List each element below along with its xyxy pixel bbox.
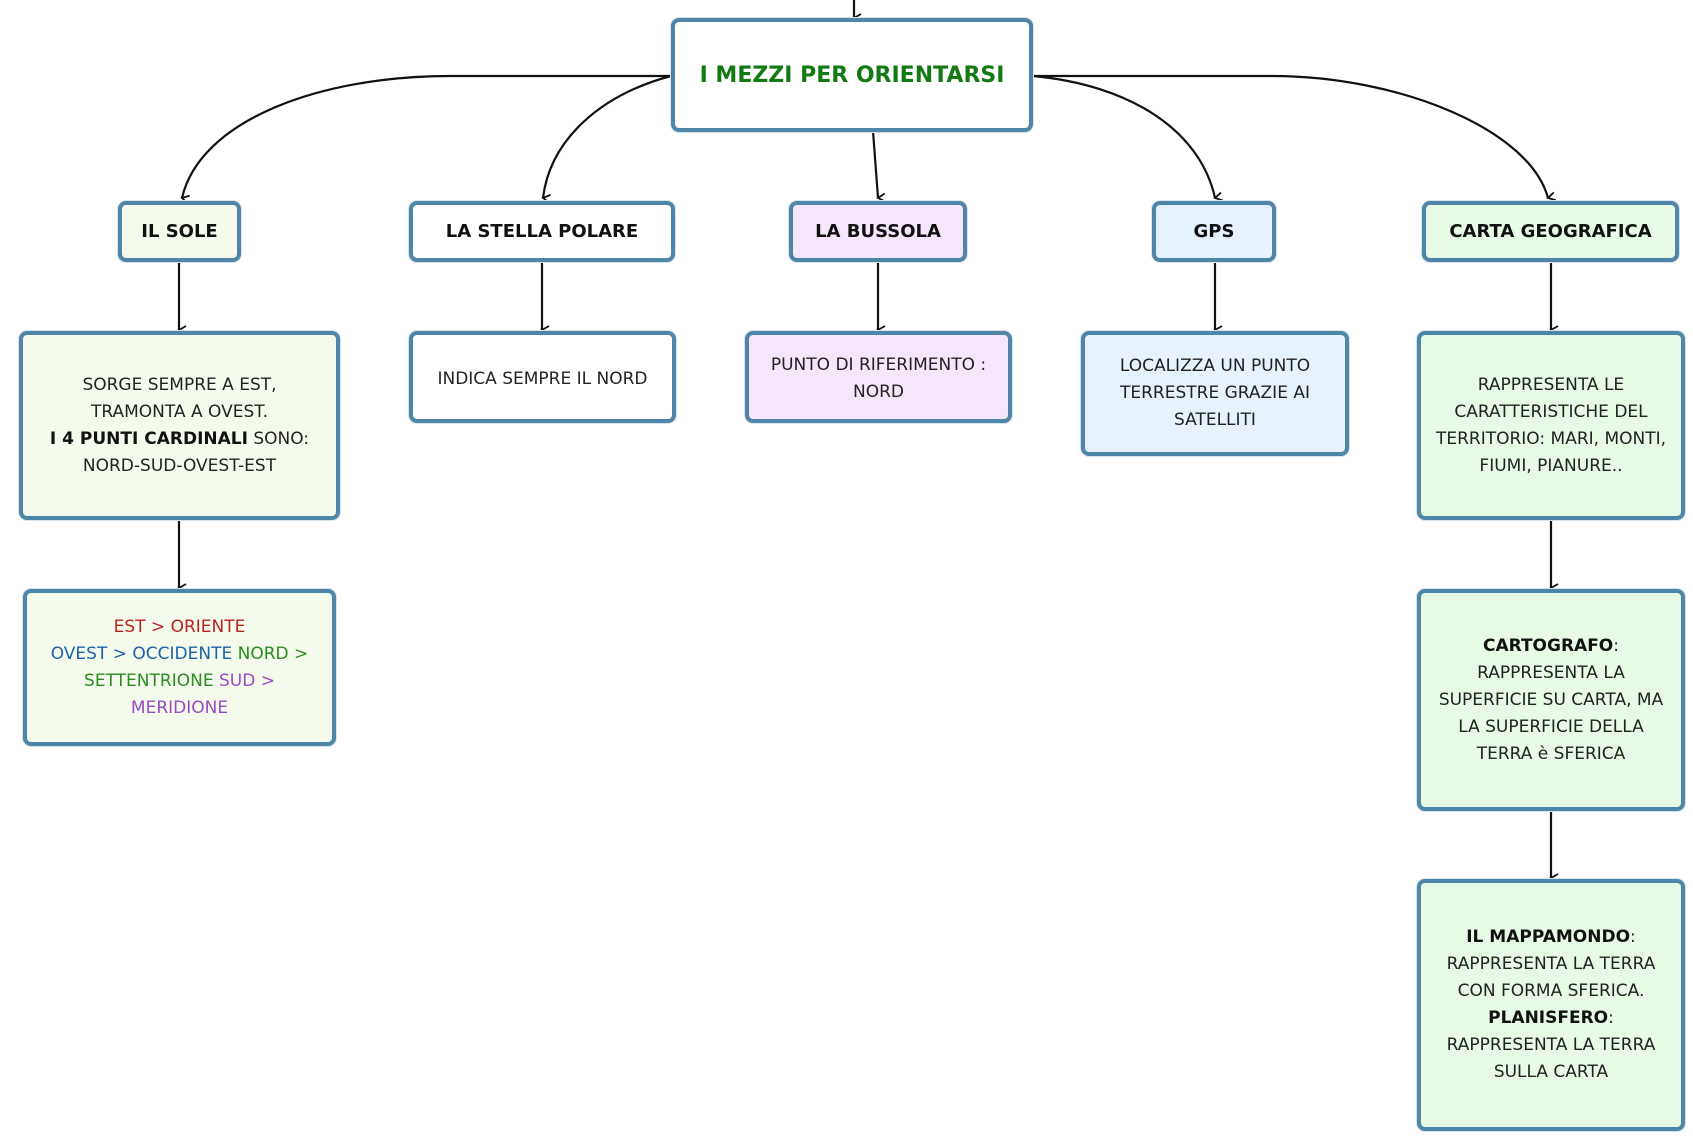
gps-line-3: SATELLITI <box>1174 410 1256 430</box>
carta-line-2: CARATTERISTICHE DEL <box>1454 401 1648 422</box>
node-cartografo: CARTOGRAFO: RAPPRESENTA LA SUPERFICIE SU… <box>1417 589 1685 811</box>
sole-line-2: TRAMONTA A OVEST. <box>90 401 269 422</box>
direction-ovest: OVEST > OCCIDENTE <box>50 643 233 664</box>
cartografo-line-3: SUPERFICIE SU CARTA, MA <box>1438 689 1664 710</box>
direction-est: EST > ORIENTE <box>113 616 246 637</box>
planisfero-line-3: SULLA CARTA <box>1493 1062 1609 1082</box>
carta-line-3: TERRITORIO: MARI, MONTI, <box>1435 428 1667 449</box>
bussola-line-2: NORD <box>853 382 904 402</box>
mappamondo-line-3: CON FORMA SFERICA. <box>1457 981 1645 1001</box>
mappamondo-colon: : <box>1630 927 1636 947</box>
cartografo-line-1: CARTOGRAFO: <box>1439 633 1663 660</box>
node-sole-directions: EST > ORIENTE OVEST > OCCIDENTE NORD > S… <box>23 589 336 746</box>
node-mappamondo-planisfero: IL MAPPAMONDO: RAPPRESENTA LA TERRA CON … <box>1417 879 1685 1131</box>
node-sole-description: SORGE SEMPRE A EST, TRAMONTA A OVEST. I … <box>19 331 340 520</box>
planisfero-colon: : <box>1608 1008 1614 1028</box>
node-stella-polare-label: LA STELLA POLARE <box>445 221 639 242</box>
cartografo-line-4: LA SUPERFICIE DELLA <box>1458 716 1644 737</box>
mappamondo-line-2: RAPPRESENTA LA TERRA <box>1446 954 1656 974</box>
root-title-text: I MEZZI PER ORIENTARSI <box>699 62 1005 88</box>
direction-sud-part-2: MERIDIONE <box>130 697 229 718</box>
carta-line-4: FIUMI, PIANURE.. <box>1479 455 1623 476</box>
node-bussola-label: LA BUSSOLA <box>815 221 941 242</box>
planisfero-line-2: RAPPRESENTA LA TERRA <box>1446 1035 1656 1055</box>
node-carta-description: RAPPRESENTA LE CARATTERISTICHE DEL TERRI… <box>1417 331 1685 520</box>
connector-title-bussola <box>871 130 886 203</box>
cartografo-colon: : <box>1613 635 1619 656</box>
node-stella-polare: LA STELLA POLARE <box>409 201 675 262</box>
connector-title-sole <box>180 74 671 205</box>
node-il-sole-label: IL SOLE <box>141 221 218 242</box>
directions-line-1: EST > ORIENTE <box>51 614 309 641</box>
directions-line-2: OVEST > OCCIDENTE NORD > <box>51 641 309 668</box>
directions-line-3: SETTENTRIONE SUD > <box>51 668 309 695</box>
cartografo-bold: CARTOGRAFO <box>1482 635 1614 656</box>
planisfero-bold: PLANISFERO <box>1488 1008 1609 1028</box>
mappamondo-line-1: IL MAPPAMONDO: <box>1447 924 1656 951</box>
node-gps-description: LOCALIZZA UN PUNTO TERRESTRE GRAZIE AI S… <box>1081 331 1349 456</box>
cartografo-line-2: RAPPRESENTA LA <box>1477 662 1625 683</box>
directions-line-4: MERIDIONE <box>51 695 309 722</box>
node-il-sole: IL SOLE <box>118 201 241 262</box>
direction-sud-part-1: SUD > <box>218 670 275 691</box>
sole-line-3: I 4 PUNTI CARDINALI SONO: <box>50 426 309 453</box>
connector-title-gps <box>1032 74 1223 202</box>
gps-line-2: TERRESTRE GRAZIE AI <box>1119 383 1310 403</box>
sole-line-1: SORGE SEMPRE A EST, <box>82 374 277 395</box>
node-carta-geografica: CARTA GEOGRAFICA <box>1422 201 1679 262</box>
direction-nord-part-1: NORD > <box>237 643 309 664</box>
planisfero-line-1: PLANISFERO: <box>1447 1005 1656 1032</box>
node-bussola-description: PUNTO DI RIFERIMENTO : NORD <box>745 331 1012 423</box>
cartografo-line-5: TERRA è SFERICA <box>1476 743 1626 764</box>
gps-line-1: LOCALIZZA UN PUNTO <box>1119 356 1311 376</box>
node-gps-label: GPS <box>1193 221 1235 242</box>
connector-title-stella <box>541 74 672 204</box>
node-bussola: LA BUSSOLA <box>789 201 967 262</box>
stella-line-1: INDICA SEMPRE IL NORD <box>437 369 648 389</box>
bussola-line-1: PUNTO DI RIFERIMENTO : <box>770 355 987 375</box>
node-carta-geografica-label: CARTA GEOGRAFICA <box>1449 221 1652 242</box>
direction-nord-part-2: SETTENTRIONE <box>84 670 214 691</box>
root-node-title: I MEZZI PER ORIENTARSI <box>671 18 1033 132</box>
sole-cardinal-points-bold: I 4 PUNTI CARDINALI <box>49 428 248 449</box>
connector-title-carta <box>1033 74 1557 201</box>
node-gps: GPS <box>1152 201 1276 262</box>
sole-line-4: NORD-SUD-OVEST-EST <box>82 455 277 476</box>
mappamondo-bold: IL MAPPAMONDO <box>1466 927 1631 947</box>
sole-line-3-rest: SONO: <box>247 428 310 449</box>
carta-line-1: RAPPRESENTA LE <box>1477 374 1625 395</box>
node-stella-description: INDICA SEMPRE IL NORD <box>409 331 676 423</box>
